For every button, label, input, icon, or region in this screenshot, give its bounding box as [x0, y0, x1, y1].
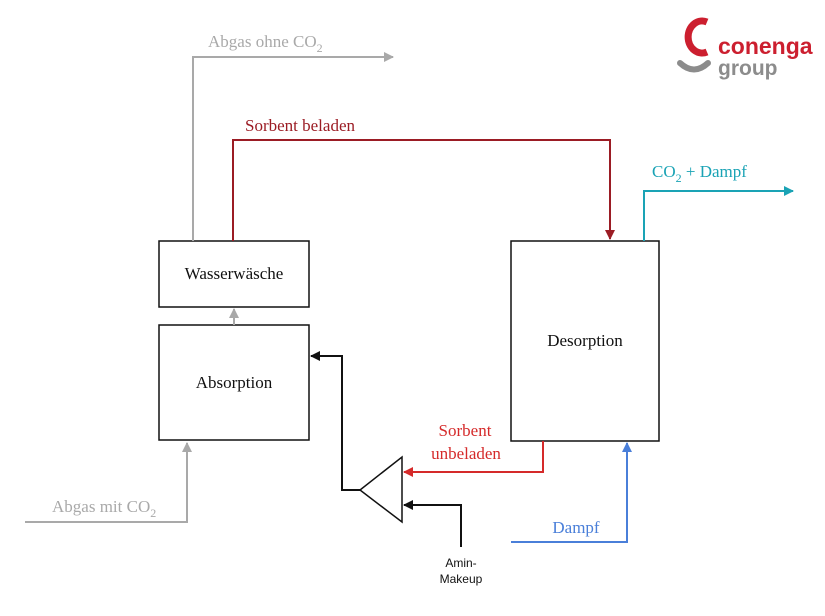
sorbent-unbeladen-label-1: Sorbent [439, 421, 492, 440]
co2-dampf-label: CO2 + Dampf [652, 162, 747, 185]
sorbent-unbeladen-line [403, 441, 544, 477]
logo-text-conenga: conenga [718, 33, 813, 59]
logo-text-group: group [718, 57, 777, 80]
logo-smile-mark [677, 60, 711, 73]
sorbent-beladen-line [232, 139, 615, 241]
abgas-mit-co2-label: Abgas mit CO2 [52, 497, 156, 520]
dampf-line [511, 442, 632, 543]
amin-makeup-line [403, 500, 462, 547]
block-desorption: Desorption [510, 240, 660, 442]
abgas-mit-co2-line [25, 442, 192, 523]
logo-c-mark [684, 17, 709, 57]
conenga-logo: conenga group [677, 17, 813, 80]
amin-makeup-label-1: Amin- [445, 556, 476, 570]
amin-makeup-label-2: Makeup [440, 572, 483, 586]
sorbent-beladen-label: Sorbent beladen [245, 116, 355, 135]
co2-dampf-line [643, 186, 794, 241]
block-absorption: Absorption [158, 324, 310, 441]
sorbent-unbeladen-label-2: unbeladen [431, 444, 501, 463]
block-wasserwaesche-label: Wasserwäsche [185, 264, 284, 283]
block-absorption-label: Absorption [196, 373, 273, 392]
block-desorption-label: Desorption [547, 331, 623, 350]
abgas-ohne-co2-line [192, 52, 394, 241]
dampf-label: Dampf [552, 518, 600, 537]
block-wasserwaesche: Wasserwäsche [158, 240, 310, 308]
mixer-triangle [358, 455, 403, 524]
mixer-to-absorption-line [310, 351, 360, 491]
abgas-ohne-co2-label: Abgas ohne CO2 [208, 32, 323, 55]
